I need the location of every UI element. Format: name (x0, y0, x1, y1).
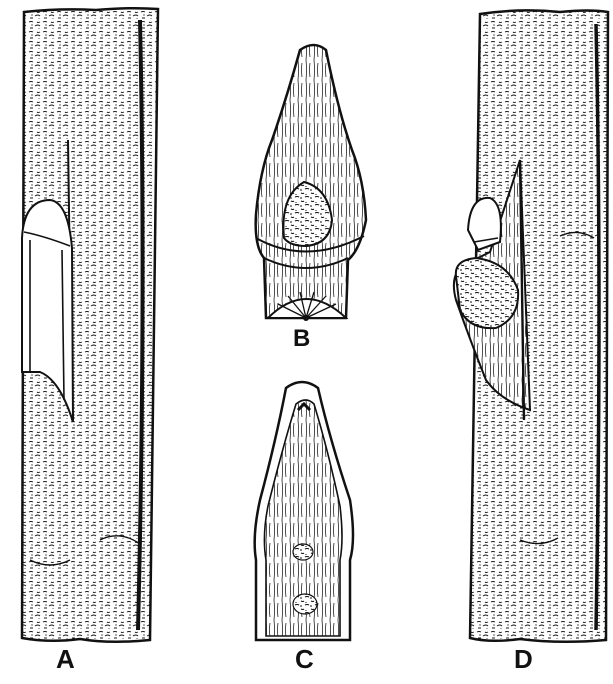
panel-a-label: A (56, 646, 75, 672)
panel-d-illustration (454, 10, 608, 641)
panel-b-label: B (293, 327, 310, 351)
panel-d-leaf-stalk (468, 198, 501, 250)
panel-c-illustration (255, 382, 353, 640)
panel-c-label: C (295, 646, 314, 672)
panel-b-bud-shield (256, 45, 366, 318)
panel-d-label: D (514, 646, 533, 672)
panel-a-illustration (22, 8, 158, 642)
panel-b-illustration (256, 45, 366, 321)
